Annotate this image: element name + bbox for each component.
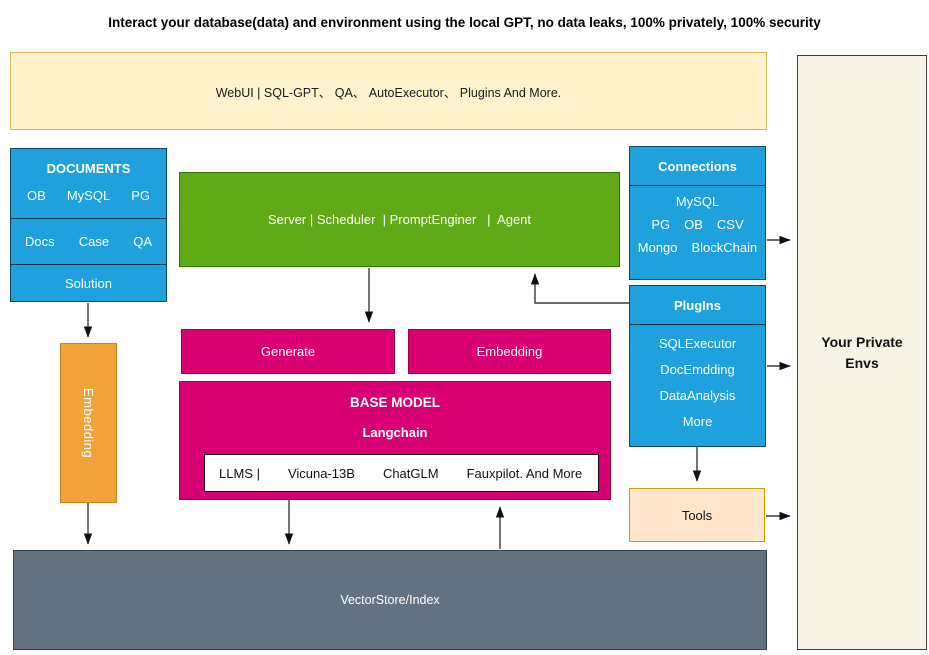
connections-item: CSV (716, 217, 744, 232)
llm-item: ChatGLM (382, 465, 439, 481)
generate-label: Generate (260, 344, 316, 359)
node-embedding-pipeline: Embedding (60, 343, 117, 503)
documents-header-section: DOCUMENTS OB MySQL PG (11, 149, 166, 219)
node-embedding-service: Embedding (408, 329, 611, 374)
server-label: Server | Scheduler | PromptEnginer | Age… (267, 212, 532, 227)
connections-item: PG (651, 217, 671, 232)
node-vectorstore: VectorStore/Index (13, 550, 767, 650)
connections-title: Connections (630, 147, 765, 186)
documents-item: Docs (25, 234, 55, 249)
plugins-title: PlugIns (630, 286, 765, 325)
documents-row-content: Docs Case QA (11, 219, 166, 265)
node-documents: DOCUMENTS OB MySQL PG Docs Case QA Solut… (10, 148, 167, 302)
plugins-item: DocEmdding (660, 362, 735, 377)
llm-item: Vicuna-13B (287, 465, 355, 481)
connections-row: Mongo BlockChain (630, 240, 765, 255)
connections-item: Mongo (637, 240, 678, 255)
node-server: Server | Scheduler | PromptEnginer | Age… (179, 172, 620, 267)
plugins-item: More (682, 414, 713, 429)
connections-row: PG OB CSV (630, 217, 765, 232)
private-envs-label-line2: Envs (845, 354, 879, 371)
node-tools: Tools (629, 488, 765, 542)
documents-item: MySQL (66, 188, 111, 203)
documents-item: Solution (65, 276, 112, 291)
base-model-llm-list: LLMS | Vicuna-13B ChatGLM Fauxpilot. And… (204, 454, 599, 492)
connections-item: BlockChain (691, 240, 758, 255)
connections-row: MySQL (630, 194, 765, 209)
documents-item: OB (27, 188, 46, 203)
documents-row-databases: OB MySQL PG (11, 176, 166, 203)
webui-label: WebUI | SQL-GPT、 QA、 AutoExecutor、 Plugi… (215, 85, 562, 100)
plugins-item: DataAnalysis (659, 388, 736, 403)
node-generate: Generate (181, 329, 395, 374)
base-model-subtitle: Langchain (362, 425, 428, 440)
node-private-envs: Your Private Envs (797, 55, 927, 650)
node-base-model: BASE MODEL Langchain LLMS | Vicuna-13B C… (179, 381, 611, 500)
node-webui: WebUI | SQL-GPT、 QA、 AutoExecutor、 Plugi… (10, 52, 767, 130)
tools-label: Tools (681, 507, 713, 523)
vectorstore-label: VectorStore/Index (340, 593, 440, 607)
diagram-title: Interact your database(data) and environ… (108, 15, 821, 30)
documents-item: PG (131, 188, 150, 203)
node-connections: Connections MySQL PG OB CSV Mongo BlockC… (629, 146, 766, 280)
embedding-service-label: Embedding (476, 344, 543, 359)
arrow-plugins-to-server (530, 273, 629, 304)
llm-item: Fauxpilot. And More (466, 465, 583, 481)
documents-row-solution: Solution (11, 265, 166, 302)
node-plugins: PlugIns SQLExecutor DocEmdding DataAnaly… (629, 285, 766, 447)
llm-item: LLMS | (219, 465, 260, 481)
documents-title: DOCUMENTS (46, 161, 131, 176)
documents-item: QA (133, 234, 152, 249)
documents-item: Case (78, 234, 110, 249)
connections-item: MySQL (675, 194, 720, 209)
connections-item: OB (684, 217, 703, 232)
base-model-title: BASE MODEL (349, 395, 440, 410)
plugins-item: SQLExecutor (658, 336, 737, 351)
embedding-pipeline-label: Embedding (81, 387, 96, 459)
private-envs-label-line1: Your Private (821, 334, 903, 351)
